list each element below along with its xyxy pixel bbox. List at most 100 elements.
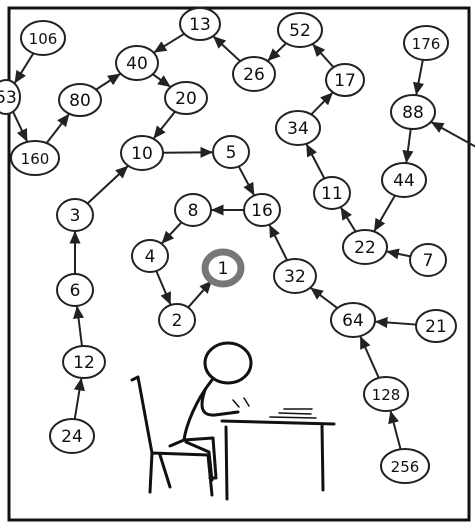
node: 10 — [121, 136, 163, 170]
node-label: 64 — [342, 311, 364, 331]
edge-arrow — [162, 222, 182, 243]
node: 4 — [132, 240, 168, 272]
node: 26 — [233, 57, 275, 91]
edge-arrow — [153, 112, 175, 139]
node-label: 5 — [226, 143, 237, 163]
node-label: 160 — [21, 150, 50, 168]
node: 8 — [175, 194, 211, 226]
node-label: 20 — [175, 89, 197, 109]
edge-arrow — [360, 336, 379, 378]
edge-arrow — [163, 152, 213, 153]
node-label: 80 — [69, 91, 91, 111]
edge-arrow — [374, 196, 395, 232]
node: 64 — [331, 303, 375, 337]
edge-arrow — [14, 53, 33, 83]
edge-arrow — [375, 322, 416, 325]
node: 32 — [274, 259, 316, 293]
node: 52 — [278, 13, 322, 47]
edge-arrow — [153, 74, 171, 87]
edge-arrow — [47, 114, 70, 143]
node-label: 16 — [251, 201, 273, 221]
node-label: 11 — [321, 184, 343, 204]
edge-arrow — [87, 166, 128, 204]
node-label: 17 — [334, 71, 356, 91]
node: 160 — [11, 141, 59, 175]
node: 34 — [276, 111, 320, 145]
person-legs — [184, 438, 216, 480]
node-label: 21 — [425, 317, 447, 337]
node-label: 3 — [70, 206, 81, 226]
node: 256 — [381, 449, 429, 483]
node: 80 — [59, 84, 101, 116]
node-label: 53 — [0, 88, 17, 108]
node-label: 88 — [402, 103, 424, 123]
edge-arrow — [390, 411, 400, 450]
node: 17 — [326, 64, 364, 96]
node-label: 7 — [423, 251, 434, 271]
person-arm — [202, 390, 238, 415]
edge-arrow — [416, 60, 423, 95]
node-label: 22 — [354, 238, 376, 258]
node: 11 — [314, 177, 350, 209]
edge-arrow — [188, 281, 212, 308]
edge-arrow — [269, 225, 287, 261]
node: 13 — [180, 8, 220, 40]
node: 3 — [57, 199, 93, 231]
node: 16 — [244, 194, 280, 226]
node-label: 34 — [287, 119, 309, 139]
person-at-desk-illustration — [132, 343, 334, 499]
node-label: 10 — [131, 144, 153, 164]
writing-marks — [233, 398, 316, 418]
node-label: 24 — [61, 427, 83, 447]
desk — [222, 421, 334, 499]
edge-arrow — [75, 378, 82, 419]
node: 2 — [159, 304, 195, 336]
node: 5 — [213, 136, 249, 168]
node-label: 2 — [172, 311, 183, 331]
node-label: 176 — [412, 35, 441, 53]
node-label: 128 — [372, 386, 401, 404]
edge-arrow — [213, 36, 240, 61]
node-label: 32 — [284, 267, 306, 287]
edge-arrow — [306, 144, 324, 179]
node: 53 — [0, 80, 20, 114]
node: 7 — [410, 244, 446, 276]
edge-arrow — [406, 129, 411, 163]
edge-arrow — [386, 251, 410, 256]
node: 6 — [57, 274, 93, 306]
edge-arrow — [154, 34, 185, 53]
node: 40 — [116, 46, 158, 80]
node: 20 — [165, 82, 207, 114]
node: 128 — [364, 377, 408, 411]
node-label: 256 — [391, 458, 420, 476]
node: 106 — [21, 21, 65, 55]
edge-arrow — [96, 74, 121, 90]
node-label: 6 — [70, 281, 81, 301]
edge-arrow — [311, 92, 333, 114]
node-label: 4 — [145, 247, 156, 267]
edge-arrow — [313, 44, 334, 67]
node-label: 52 — [289, 21, 311, 41]
node: 88 — [391, 95, 435, 129]
node-label: 13 — [189, 15, 211, 35]
person-head — [205, 343, 251, 383]
node-label: 1 — [218, 259, 229, 279]
edge-arrow — [156, 271, 170, 305]
edge-arrow — [268, 43, 287, 61]
node-label: 8 — [188, 201, 199, 221]
node-label: 12 — [73, 353, 95, 373]
node-label: 40 — [126, 54, 148, 74]
node: 12 — [63, 346, 105, 378]
node-label: 44 — [393, 171, 415, 191]
edge-arrow — [341, 207, 356, 232]
edge-arrow — [13, 112, 27, 142]
edge-arrow — [77, 306, 82, 346]
node: 176 — [404, 26, 448, 60]
node: 22 — [343, 230, 387, 264]
node-label: 106 — [29, 30, 58, 48]
edge-arrow — [239, 166, 255, 195]
node: 44 — [382, 163, 426, 197]
